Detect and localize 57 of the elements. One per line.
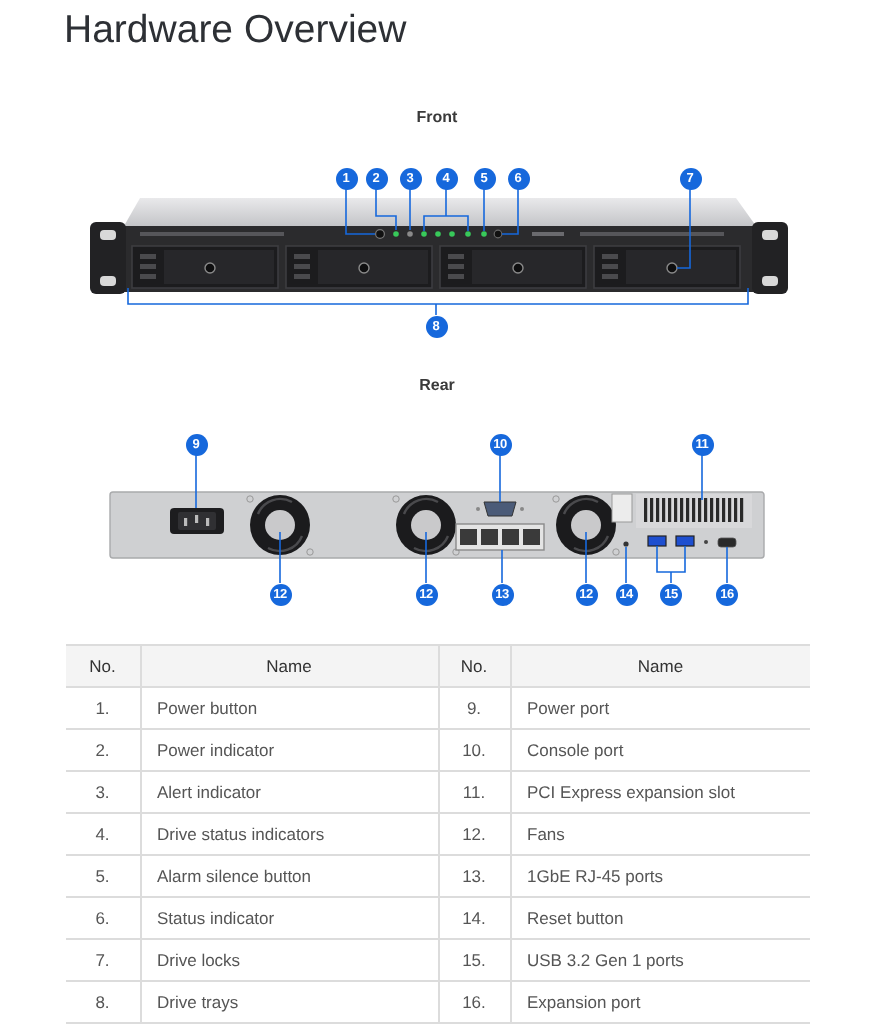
leader-line xyxy=(483,188,485,232)
leader-line xyxy=(585,531,587,584)
section-heading: Front xyxy=(414,108,460,126)
column-header: No. xyxy=(66,645,140,687)
leader-line xyxy=(701,454,703,501)
table-cell: USB 3.2 Gen 1 ports xyxy=(510,939,810,981)
table-cell: 14. xyxy=(438,897,510,939)
table-cell: Power port xyxy=(510,687,810,729)
leader-line xyxy=(409,188,411,231)
table-cell: 2. xyxy=(66,729,140,771)
table-cell: 9. xyxy=(438,687,510,729)
table-cell: 3. xyxy=(66,771,140,813)
table-cell: 8. xyxy=(66,981,140,1023)
leader-line xyxy=(501,188,519,235)
table-cell: 7. xyxy=(66,939,140,981)
table-cell: 5. xyxy=(66,855,140,897)
table-cell: 6. xyxy=(66,897,140,939)
table-cell: Power indicator xyxy=(140,729,438,771)
leader-line xyxy=(375,188,397,231)
table-cell: 10. xyxy=(438,729,510,771)
leader-line xyxy=(501,549,503,584)
table-cell: 13. xyxy=(438,855,510,897)
table-cell: 12. xyxy=(438,813,510,855)
table-cell: Power button xyxy=(140,687,438,729)
leader-line xyxy=(425,531,427,584)
table-cell: Reset button xyxy=(510,897,810,939)
table-cell: 16. xyxy=(438,981,510,1023)
table-cell: Drive status indicators xyxy=(140,813,438,855)
leader-line xyxy=(127,287,749,316)
table-cell: Alarm silence button xyxy=(140,855,438,897)
table-cell: 11. xyxy=(438,771,510,813)
table-cell: 4. xyxy=(66,813,140,855)
leader-line xyxy=(345,188,376,235)
leader-line xyxy=(656,545,686,584)
leader-line xyxy=(423,188,469,232)
table-cell: Drive trays xyxy=(140,981,438,1023)
table-cell: Console port xyxy=(510,729,810,771)
column-header: Name xyxy=(510,645,810,687)
table-cell: PCI Express expansion slot xyxy=(510,771,810,813)
leader-line xyxy=(279,531,281,584)
page-title: Hardware Overview xyxy=(64,8,407,54)
leader-line xyxy=(195,454,197,509)
column-header: Name xyxy=(140,645,438,687)
leader-line xyxy=(499,454,501,503)
table-cell: Status indicator xyxy=(140,897,438,939)
table-cell: 1GbE RJ-45 ports xyxy=(510,855,810,897)
table-cell: Alert indicator xyxy=(140,771,438,813)
leader-line xyxy=(726,546,728,584)
table-cell: Drive locks xyxy=(140,939,438,981)
table-cell: Expansion port xyxy=(510,981,810,1023)
table-cell: 15. xyxy=(438,939,510,981)
table-cell: Fans xyxy=(510,813,810,855)
section-heading: Rear xyxy=(417,376,457,394)
leader-line xyxy=(625,546,627,584)
leader-line xyxy=(676,188,691,269)
column-header: No. xyxy=(438,645,510,687)
table-cell: 1. xyxy=(66,687,140,729)
